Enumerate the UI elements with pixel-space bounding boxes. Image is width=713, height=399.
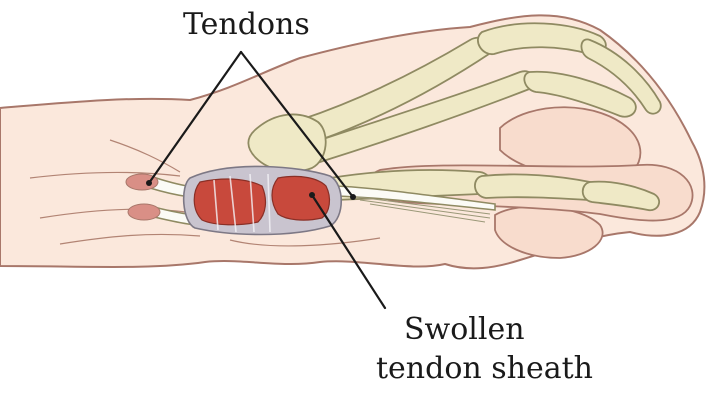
inflamed-end-lower (128, 204, 160, 220)
swollen-label: Swollen (404, 313, 525, 347)
sheath-inflamed-2 (272, 176, 329, 220)
pointer-dot-sheath (309, 192, 315, 198)
tendons-label: Tendons (183, 8, 310, 42)
sheath-inflamed-1 (194, 179, 265, 225)
tendon-sheath-label: tendon sheath (376, 352, 593, 386)
pointer-dot-tendon-right (350, 194, 356, 200)
pointer-dot-tendon-left (146, 180, 152, 186)
tendon-sheath (184, 166, 342, 234)
